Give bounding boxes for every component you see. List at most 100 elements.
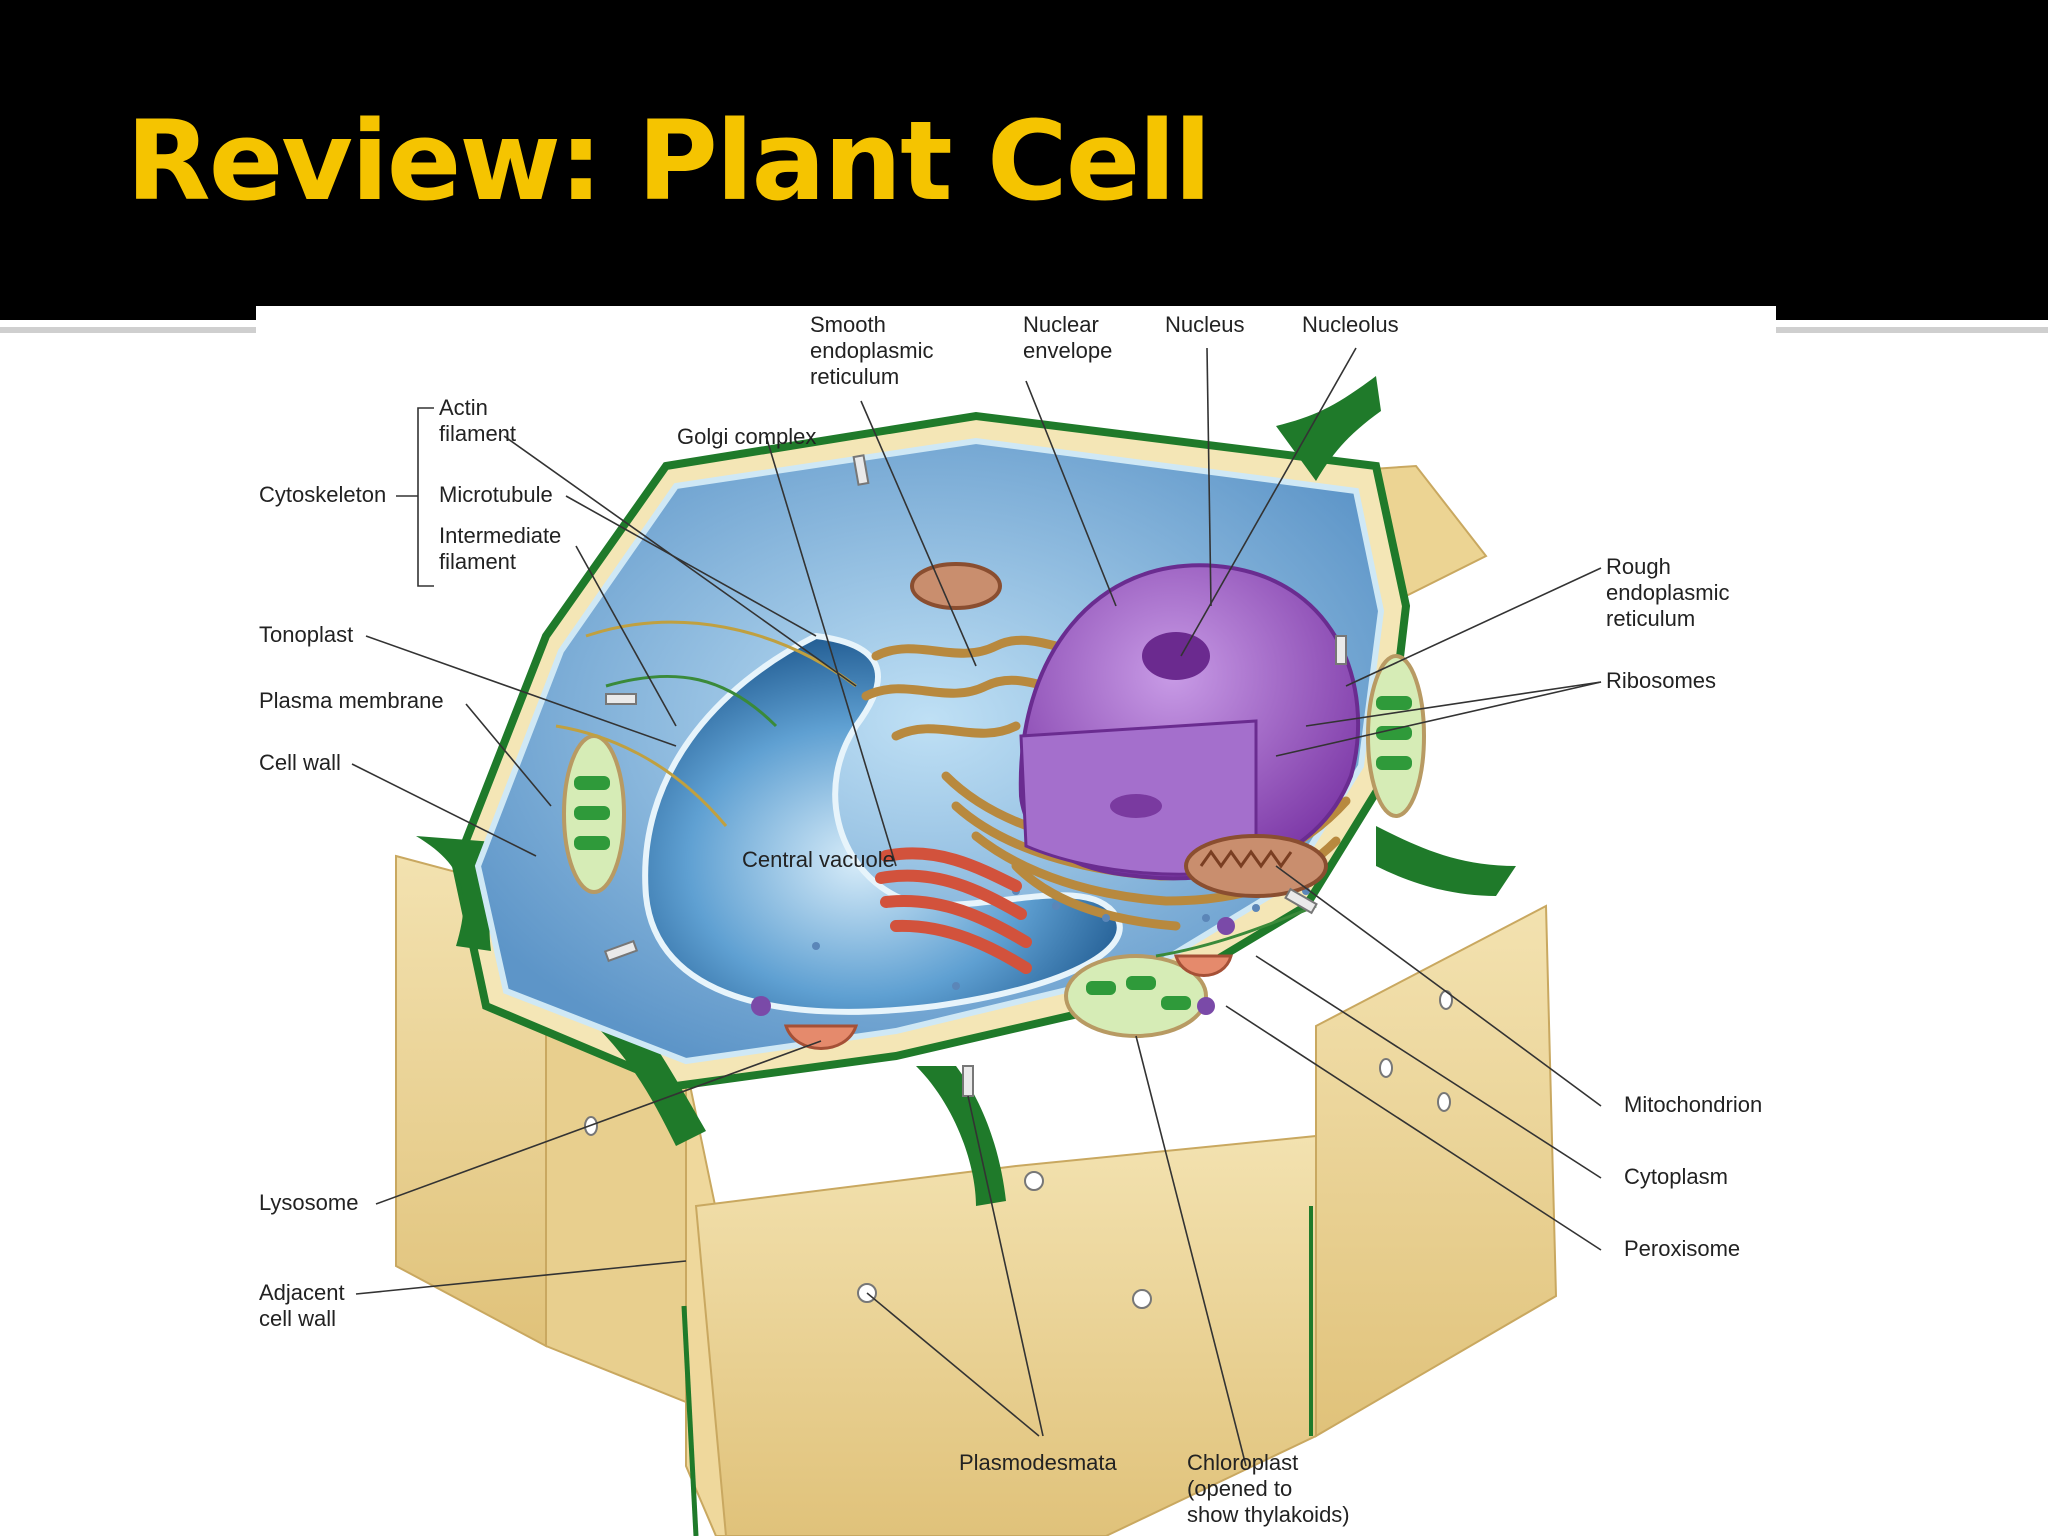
slide-header: Review: Plant Cell <box>0 0 2048 320</box>
plasmodesma <box>605 693 637 705</box>
divider-left <box>0 326 260 333</box>
label-nucleus: Nucleus <box>1165 312 1244 337</box>
label-plasma-membrane: Plasma membrane <box>259 688 444 713</box>
leader-plasmodesmata-1 <box>866 1292 1040 1437</box>
plasmodesma <box>852 454 870 486</box>
leader-peroxisome <box>1225 1005 1602 1251</box>
slide-title: Review: Plant Cell <box>126 97 1212 225</box>
cell-wall-corner <box>916 1066 1006 1206</box>
label-cytoskeleton: Cytoskeleton <box>259 482 386 507</box>
leader-cell-wall <box>351 763 537 857</box>
ribosome <box>1102 914 1110 922</box>
label-golgi-complex: Golgi complex <box>677 424 816 449</box>
label-nucleolus: Nucleolus <box>1302 312 1399 337</box>
plasmodesma <box>962 1065 974 1097</box>
nucleus <box>1018 563 1361 881</box>
label-central-vacuole: Central vacuole <box>742 847 895 872</box>
ribosome <box>1252 904 1260 912</box>
chloroplasts <box>562 654 1426 1038</box>
leader-actin <box>503 435 857 687</box>
label-ribosomes: Ribosomes <box>1606 668 1716 693</box>
plasmodesma <box>1284 887 1318 915</box>
leader-tonoplast <box>365 635 677 747</box>
cell-wall-corner <box>1276 376 1381 481</box>
leader-plasma-membrane <box>465 703 552 807</box>
microtubule <box>605 674 778 728</box>
central-vacuole <box>642 632 1123 1015</box>
divider-right <box>1774 326 2048 333</box>
leader-intermediate <box>575 545 677 727</box>
mitochondrion <box>1184 834 1328 898</box>
chloroplast-right <box>1366 654 1426 818</box>
thylakoid-stack <box>1161 996 1191 1010</box>
er-strand <box>891 721 1021 741</box>
golgi-cisterna <box>875 869 1027 920</box>
cell-wall-corner <box>596 1016 706 1146</box>
leader-ribosomes-1 <box>1305 681 1602 727</box>
thylakoid-stack <box>1126 976 1156 990</box>
ribosome-dots <box>812 862 1310 990</box>
nucleolus <box>1142 632 1210 680</box>
label-cytoplasm: Cytoplasm <box>1624 1164 1728 1189</box>
thylakoid-stack <box>574 836 610 850</box>
leader-nucleolus <box>1180 347 1357 657</box>
thylakoid-stack <box>1376 756 1412 770</box>
leader-microtubule <box>565 495 817 637</box>
adjacent-cell-wall-blocks <box>395 464 1558 1536</box>
plasmodesma <box>603 939 639 963</box>
plasmodesmata-plugs <box>603 454 1347 1097</box>
label-microtubule: Microtubule <box>439 482 553 507</box>
golgi-cisterna <box>890 919 1032 974</box>
label-tonoplast: Tonoplast <box>259 622 353 647</box>
plasmodesma <box>1335 635 1347 665</box>
wall-slab-right <box>1315 904 1558 1438</box>
mitochondrion <box>910 562 1002 610</box>
lysosome <box>783 1024 859 1050</box>
microtubule <box>1155 904 1317 958</box>
thylakoid-stack <box>1376 696 1412 710</box>
label-mitochondrion: Mitochondrion <box>1624 1092 1762 1117</box>
ribosome <box>812 942 820 950</box>
thylakoid-stack <box>574 806 610 820</box>
thylakoid-stack <box>1086 981 1116 995</box>
label-cell-wall: Cell wall <box>259 750 341 775</box>
ribosome <box>952 982 960 990</box>
golgi-cisterna <box>880 847 1022 892</box>
leader-ribosomes-2 <box>1275 681 1602 757</box>
plasmodesma-hole <box>1024 1171 1044 1191</box>
leader-rough-er <box>1345 567 1602 687</box>
leader-cytoplasm <box>1255 955 1602 1179</box>
leader-adjacent-wall <box>355 1260 687 1295</box>
leader-nuclear-envelope <box>1025 380 1117 607</box>
leader-golgi <box>765 435 897 867</box>
label-peroxisome: Peroxisome <box>1624 1236 1740 1261</box>
leader-nucleus <box>1206 347 1212 607</box>
label-lysosome: Lysosome <box>259 1190 358 1215</box>
chloroplast-left <box>562 734 626 894</box>
leader-mitochondrion <box>1275 865 1602 1107</box>
lysosome <box>1173 954 1233 977</box>
peroxisome <box>1217 917 1235 935</box>
intermediate-filament <box>555 724 728 827</box>
leader-chloroplast <box>1135 1035 1247 1467</box>
leader-plasmodesmata-2 <box>967 1095 1044 1437</box>
mitochondrion-cristae <box>1199 849 1293 869</box>
thylakoid-stack <box>574 776 610 790</box>
small-organelles <box>751 917 1235 1050</box>
cytoskeleton-bracket <box>417 407 434 587</box>
adjacent-wall-green-edge <box>681 1305 699 1536</box>
leader-lines <box>351 347 1602 1467</box>
peroxisome <box>751 996 771 1016</box>
thylakoid-stack <box>1376 726 1412 740</box>
ribosome <box>1052 902 1060 910</box>
label-plasmodesmata: Plasmodesmata <box>959 1450 1118 1475</box>
plasmodesma-hole <box>1379 1058 1393 1078</box>
